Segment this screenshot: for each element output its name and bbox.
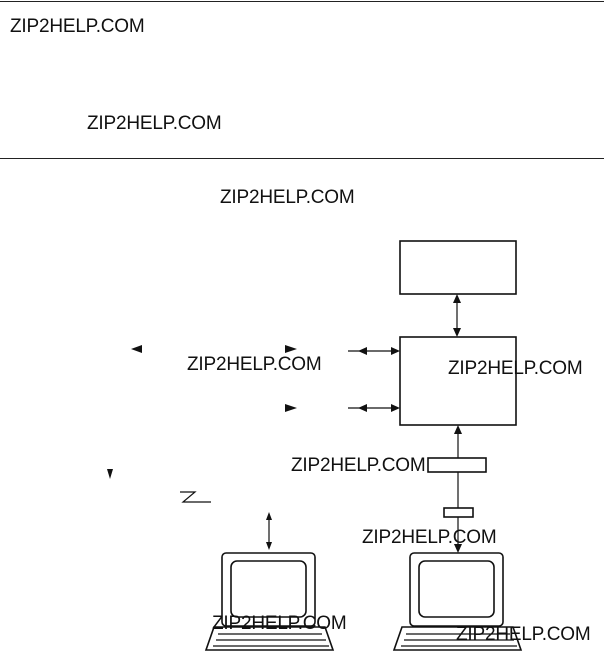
- main-box: [399, 336, 517, 426]
- watermark-text: ZIP2HELP.COM: [448, 358, 583, 379]
- watermark-text: ZIP2HELP.COM: [362, 527, 497, 548]
- watermark-text: ZIP2HELP.COM: [212, 613, 347, 634]
- watermark-text: ZIP2HELP.COM: [187, 354, 322, 375]
- watermark-text: ZIP2HELP.COM: [220, 187, 355, 208]
- cable-connector-large: [427, 457, 487, 473]
- mid-arrowhead-upper: [285, 345, 297, 353]
- top-main-connector: [453, 294, 461, 337]
- watermark-text: ZIP2HELP.COM: [10, 16, 145, 37]
- down-arrowhead: [107, 469, 113, 479]
- watermark-text: ZIP2HELP.COM: [291, 455, 426, 476]
- top-box: [399, 240, 517, 295]
- top-rule: [0, 1, 604, 2]
- computer-terminal-icon: [392, 552, 523, 651]
- mid-arrowhead-lower: [285, 404, 297, 412]
- computer-terminal-icon: [204, 552, 335, 651]
- z-squiggle: [180, 491, 211, 503]
- input-connector-upper: [348, 347, 400, 355]
- left-arrowhead: [131, 345, 142, 353]
- main-terminal-connector: [454, 425, 462, 553]
- watermark-text: ZIP2HELP.COM: [87, 113, 222, 134]
- left-terminal-connector: [266, 512, 272, 550]
- cable-connector-small: [443, 507, 474, 518]
- watermark-text: ZIP2HELP.COM: [456, 624, 591, 645]
- section-divider: [0, 158, 604, 159]
- input-connector-lower: [348, 404, 400, 412]
